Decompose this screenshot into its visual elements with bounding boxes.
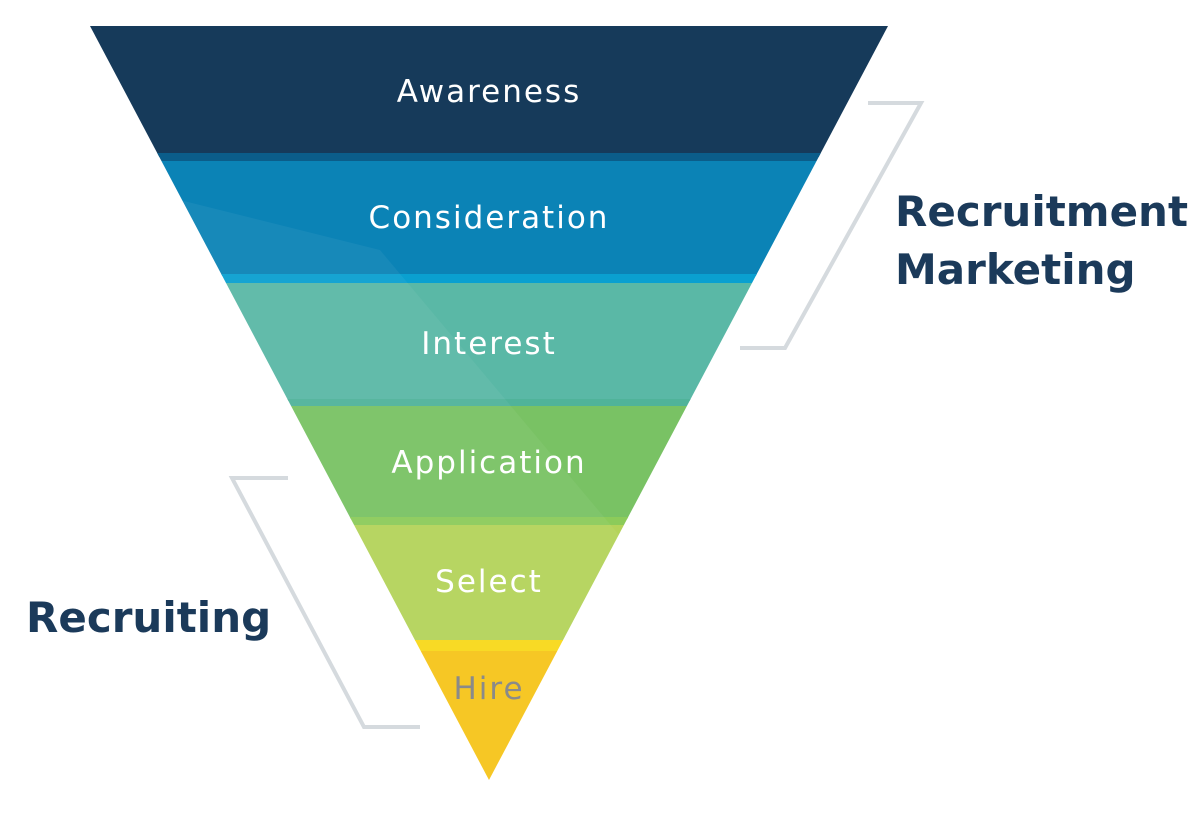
stage-label-hire: Hire bbox=[453, 671, 524, 707]
band-consideration bbox=[90, 161, 888, 276]
band-select-edge bbox=[90, 640, 888, 651]
stage-label-awareness: Awareness bbox=[397, 74, 581, 110]
band-awareness-edge bbox=[90, 153, 888, 161]
stage-label-consideration: Consideration bbox=[369, 200, 610, 236]
recruiting-bracket bbox=[228, 476, 420, 729]
stage-label-interest: Interest bbox=[421, 326, 556, 362]
recruiting-label: Recruiting bbox=[26, 593, 271, 642]
recruitment-marketing-label-line1: Recruitment bbox=[895, 187, 1188, 236]
recruitment-marketing-label-line2: Marketing bbox=[895, 245, 1136, 294]
stage-label-application: Application bbox=[391, 445, 586, 481]
band-consideration-edge bbox=[90, 274, 888, 283]
recruitment-marketing-bracket bbox=[740, 101, 925, 350]
band-awareness bbox=[90, 26, 888, 157]
stage-label-select: Select bbox=[435, 564, 543, 600]
band-interest-edge bbox=[90, 399, 888, 406]
recruitment-marketing-label: Recruitment Marketing bbox=[895, 187, 1200, 294]
band-application-edge bbox=[90, 517, 888, 525]
